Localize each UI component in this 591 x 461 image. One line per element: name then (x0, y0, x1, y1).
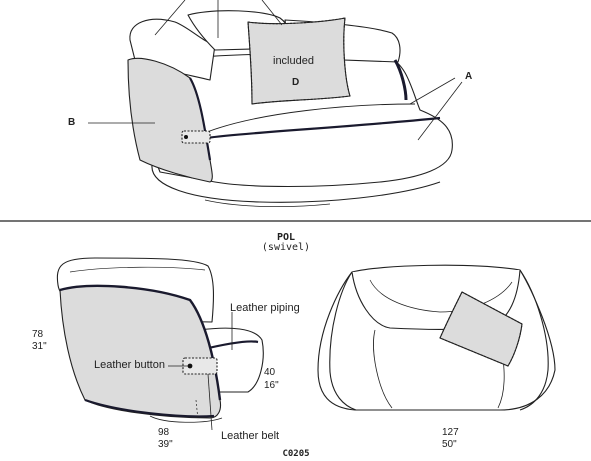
arm-band (393, 59, 408, 101)
leader-top-3 (261, 0, 283, 26)
callout-a: A (465, 71, 473, 82)
back-left-arm (329, 271, 357, 411)
back-width-cm: 127 (442, 427, 459, 438)
leather-belt-top (181, 130, 211, 144)
leader-top-1 (154, 0, 186, 36)
leather-button-top (184, 135, 188, 139)
perspective-view (88, 0, 463, 208)
back-right-arm (519, 269, 549, 411)
outer-shell (127, 57, 213, 183)
back-view (317, 264, 556, 411)
leader-a1 (409, 77, 456, 105)
height-cm: 78 (32, 329, 44, 340)
leather-piping-label: Leather piping (230, 302, 300, 314)
pillow-included-label: included (273, 55, 314, 67)
side-width-in: 39" (158, 439, 173, 450)
leather-button-label: Leather button (94, 359, 165, 371)
side-width-cm: 98 (158, 427, 170, 438)
model-variant: (swivel) (261, 242, 311, 253)
swivel-base (151, 164, 441, 203)
callout-d: D (292, 77, 300, 88)
seat-height-in: 16" (264, 380, 279, 391)
side-swivel-base (149, 415, 223, 423)
seat-height-cm: 40 (264, 367, 276, 378)
leader-a2 (417, 81, 463, 141)
product-code: C0205 (282, 449, 310, 459)
side-view (56, 257, 264, 431)
model-name: POL (276, 232, 296, 243)
back-width-in: 50" (442, 439, 457, 450)
leather-belt-label: Leather belt (221, 430, 280, 442)
seat-piping (205, 116, 441, 140)
height-in: 31" (32, 341, 47, 352)
callout-b: B (68, 117, 76, 128)
leader-belt (207, 373, 213, 431)
leather-button-side (187, 363, 193, 369)
leather-belt-side (182, 357, 218, 375)
